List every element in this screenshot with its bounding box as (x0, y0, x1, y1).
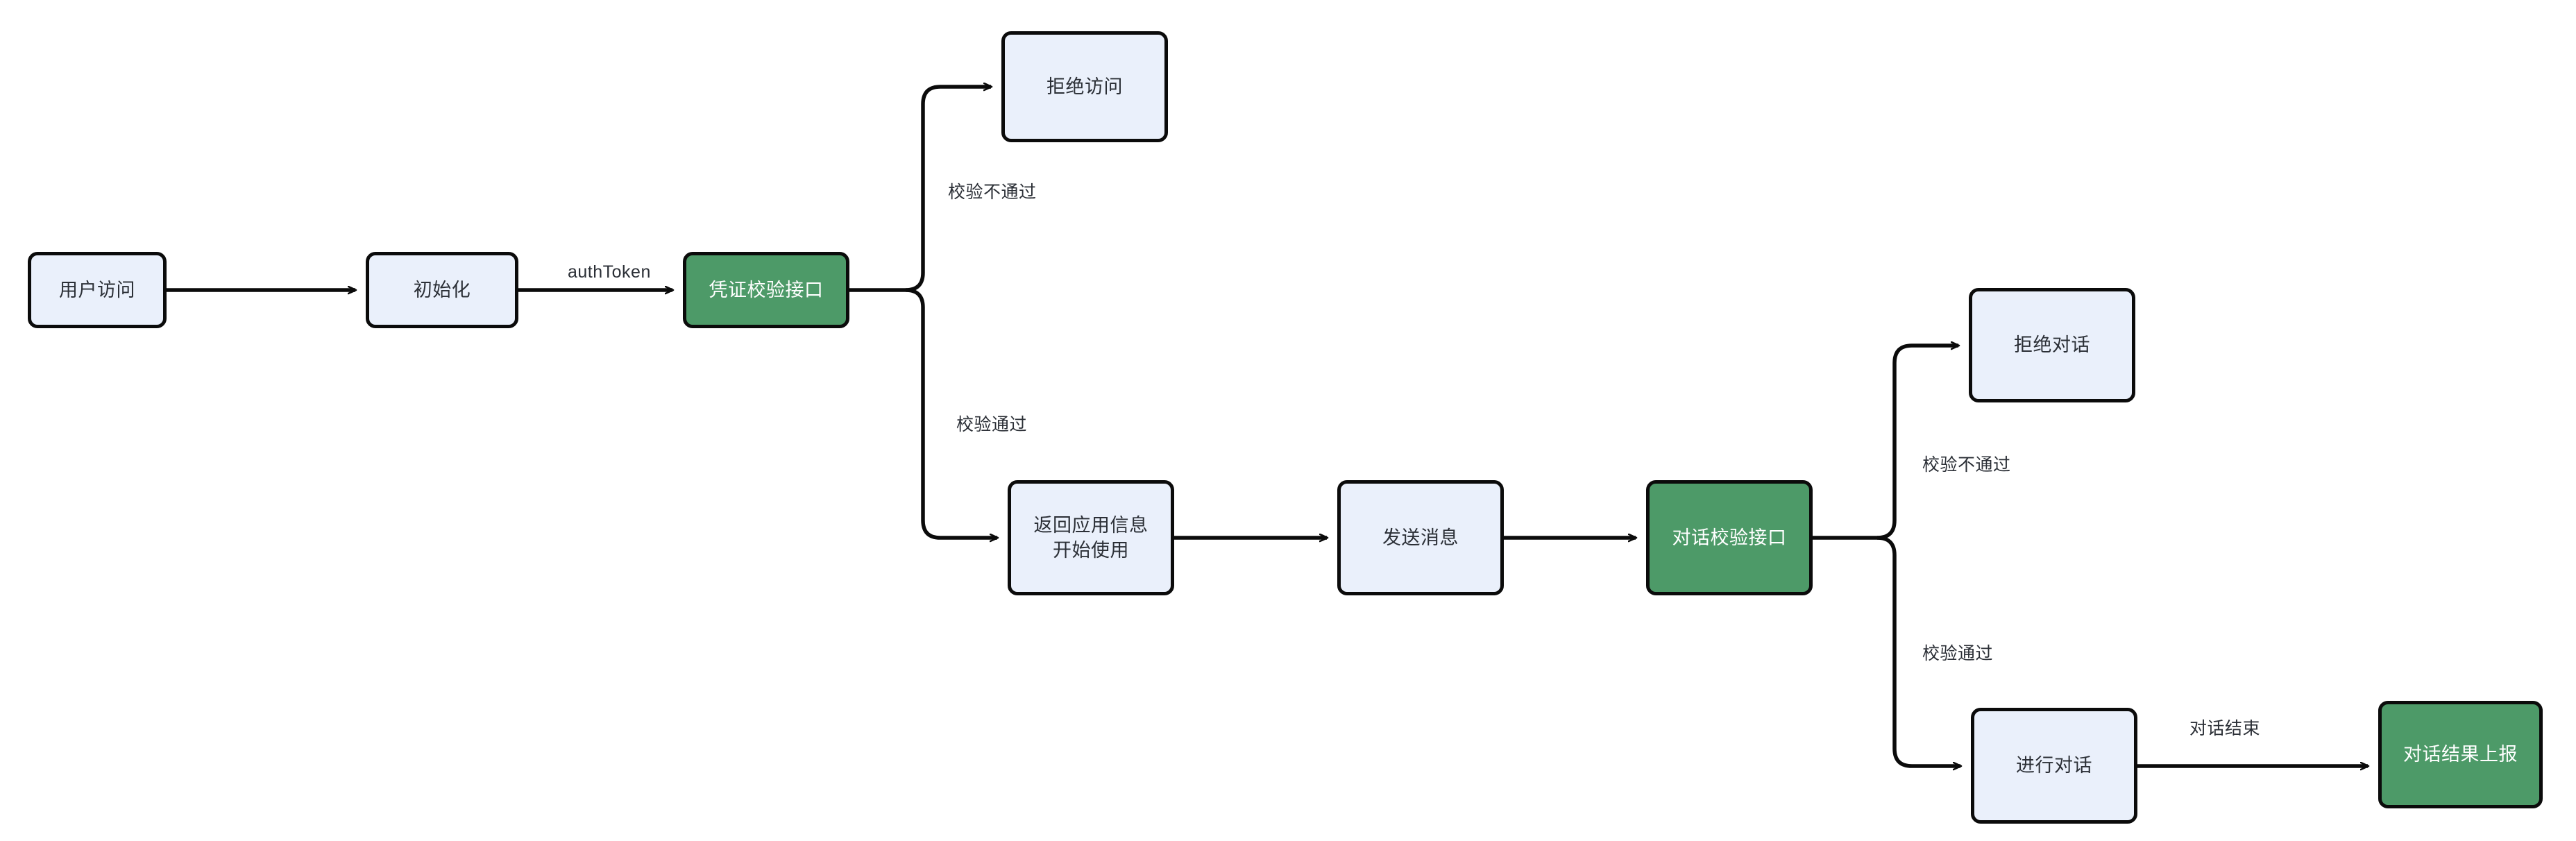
edge-dialog-pass-to-do-dialog (1876, 536, 1960, 766)
edge-auth-fail-to-deny-access (905, 87, 991, 292)
node-label-auth-verify-api: 凭证校验接口 (709, 279, 824, 300)
node-deny-access[interactable]: 拒绝访问 (1001, 31, 1168, 142)
node-reject-dialog[interactable]: 拒绝对话 (1969, 288, 2135, 402)
node-auth-verify-api[interactable]: 凭证校验接口 (683, 252, 849, 328)
node-label-initialize: 初始化 (413, 279, 471, 300)
edge-label-dialog-pass: 校验通过 (1922, 644, 1994, 663)
node-initialize[interactable]: 初始化 (366, 252, 518, 328)
node-label-deny-access: 拒绝访问 (1046, 76, 1123, 97)
node-report-result[interactable]: 对话结果上报 (2378, 701, 2543, 808)
node-label-reject-dialog: 拒绝对话 (2014, 334, 2090, 356)
edge-label-dialog-fail: 校验不通过 (1922, 455, 2011, 475)
node-return-app-info[interactable]: 返回应用信息 开始使用 (1008, 480, 1174, 595)
node-label-report-result: 对话结果上报 (2403, 744, 2518, 765)
node-label-user-access: 用户访问 (59, 279, 135, 300)
node-label-send-message: 发送消息 (1382, 527, 1459, 548)
node-label-dialog-verify-api: 对话校验接口 (1672, 527, 1787, 548)
edge-label-auth-pass: 校验通过 (956, 415, 1028, 434)
edge-label-auth-token: authToken (568, 262, 651, 282)
node-dialog-verify-api[interactable]: 对话校验接口 (1646, 480, 1813, 595)
edge-label-auth-fail: 校验不通过 (948, 182, 1037, 202)
edge-auth-pass-to-return-app-info (905, 288, 997, 538)
edge-dialog-fail-to-reject-dialog (1876, 346, 1958, 540)
node-label-return-app-info: 返回应用信息 开始使用 (1033, 514, 1149, 561)
node-label-do-dialog: 进行对话 (2016, 755, 2092, 776)
node-do-dialog[interactable]: 进行对话 (1971, 708, 2137, 824)
node-user-access[interactable]: 用户访问 (28, 252, 167, 328)
edge-label-dialog-end: 对话结束 (2189, 719, 2261, 738)
node-send-message[interactable]: 发送消息 (1337, 480, 1504, 595)
